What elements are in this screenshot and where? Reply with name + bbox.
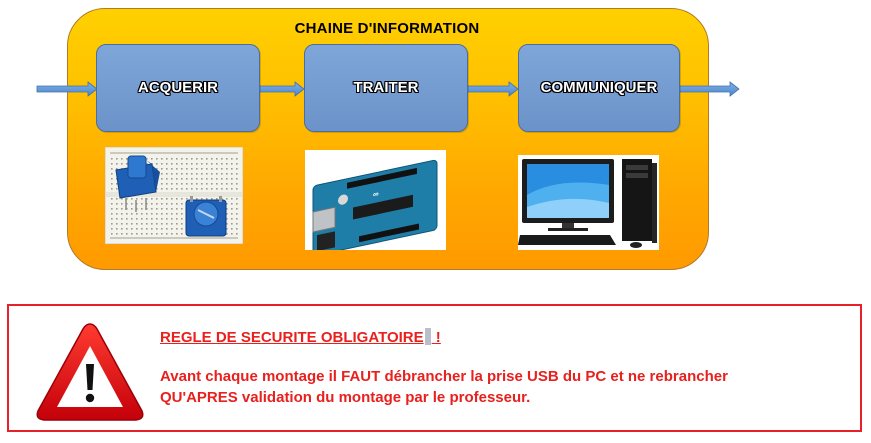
- mouse: [630, 242, 642, 248]
- flow-arrows: [36, 81, 740, 97]
- block-communiquer-label: COMMUNIQUER: [540, 79, 658, 96]
- breadboard-potentiometer-image: [105, 147, 243, 244]
- computer-tower: [622, 159, 657, 243]
- output-arrow: [677, 81, 740, 97]
- warning-triangle-icon: [36, 323, 144, 421]
- arrow-traiter-communiquer: [465, 81, 519, 97]
- arrow-acquerir-traiter: [257, 81, 305, 97]
- safety-rule-line-1: Avant chaque montage il FAUT débrancher …: [160, 368, 728, 385]
- block-traiter: TRAITER: [304, 44, 468, 132]
- safety-rule-heading-text: REGLE DE SECURITE OBLIGATOIRE: [160, 329, 424, 346]
- keyboard: [518, 235, 616, 245]
- chain-title: CHAINE D'INFORMATION: [294, 20, 480, 37]
- block-acquerir: ACQUERIR: [96, 44, 260, 132]
- safety-rule-heading: REGLE DE SECURITE OBLIGATOIRE !: [160, 328, 441, 346]
- block-traiter-label: TRAITER: [353, 79, 419, 96]
- block-communiquer: COMMUNIQUER: [518, 44, 680, 132]
- arduino-board-image: ∞: [305, 150, 446, 250]
- potentiometer-1: [115, 155, 160, 212]
- block-acquerir-label: ACQUERIR: [137, 79, 218, 96]
- svg-text:∞: ∞: [373, 189, 379, 199]
- desktop-computer-image: [518, 155, 659, 250]
- potentiometer-2: [185, 196, 227, 237]
- safety-rule-text: Avant chaque montage il FAUT débrancher …: [160, 366, 850, 408]
- safety-warning-box: [7, 304, 862, 432]
- text-cursor: [424, 328, 431, 345]
- safety-rule-heading-end: !: [431, 329, 441, 346]
- monitor: [522, 159, 614, 231]
- safety-rule-line-2: QU'APRES validation du montage par le pr…: [160, 389, 531, 406]
- input-arrow: [36, 81, 98, 97]
